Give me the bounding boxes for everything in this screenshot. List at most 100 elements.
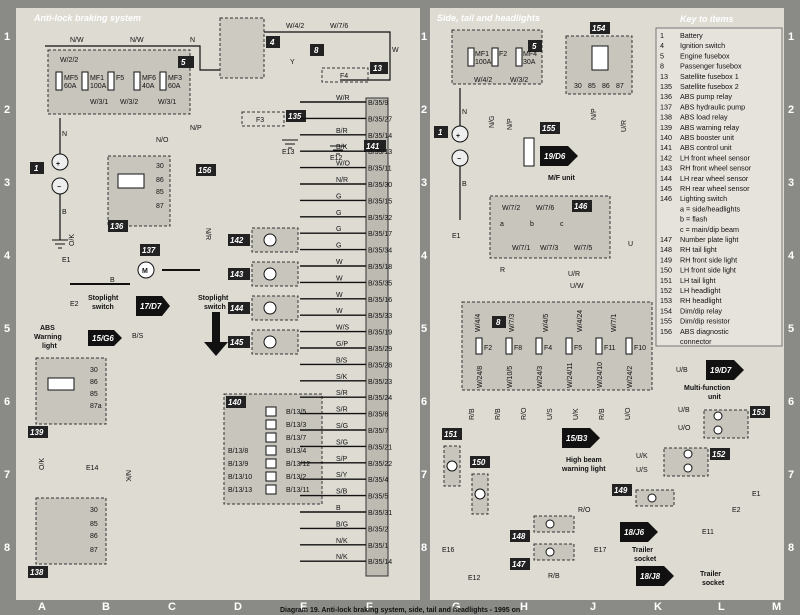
- fuse-rating: 100A: [475, 59, 492, 66]
- wire-w76-top: W/7/6: [330, 23, 348, 30]
- mf-unit-label: M/F unit: [548, 175, 575, 182]
- fb8-fuse-name: F10: [634, 345, 646, 352]
- trailer-socket-1: Trailer: [632, 547, 653, 554]
- fuse-wire-2: W/3/1: [90, 99, 108, 106]
- ecu-pin-label: B/35/30: [368, 182, 392, 189]
- r-wire-ur-top: U/R: [621, 120, 628, 132]
- lh-headlight-bulb2-icon: [683, 463, 693, 473]
- r-ground-e11: E11: [702, 529, 714, 536]
- high-beam-label-2: warning light: [561, 466, 606, 473]
- relay154-pin: 87: [616, 83, 624, 90]
- row-label: 6: [4, 396, 10, 408]
- key-item-text: LH rear wheel sensor: [680, 174, 749, 183]
- ecu-pin-label: B/35/14: [368, 133, 392, 140]
- lower-wire-label: R/O: [521, 407, 528, 420]
- column-label: K: [654, 601, 662, 613]
- fuse-wire-3: W/3/2: [120, 99, 138, 106]
- tag-148-text: 148: [512, 532, 526, 541]
- ecu-pin-label: B/35/19: [368, 330, 392, 337]
- ref-18j6: 18/J6: [624, 528, 645, 537]
- row-label: 7: [421, 469, 427, 481]
- key-item-num: 147: [660, 235, 672, 244]
- abs-warning-relay: [35, 357, 107, 425]
- r-wire-w42: W/4/2: [474, 77, 492, 84]
- key-item-text: RH front side light: [680, 255, 737, 264]
- fuse-f4: F4: [340, 73, 348, 80]
- booster-pin-right: B/13/2: [286, 474, 306, 481]
- ground-e12: E12: [330, 155, 343, 162]
- key-item-num: 150: [660, 266, 672, 275]
- sw-w73: W/7/3: [540, 245, 558, 252]
- key-item-text: Dim/dip relay: [680, 306, 722, 315]
- key-item-text: ABS pump relay: [680, 92, 732, 101]
- relay136-pin85: 85: [156, 189, 164, 196]
- key-item-num: 148: [660, 245, 672, 254]
- tag-136: [108, 220, 128, 232]
- ecu-pin-label: B/35/4: [368, 477, 388, 484]
- ecu-pin-label: B/35/13: [368, 149, 392, 156]
- tag-152-text: 152: [712, 450, 726, 459]
- fb8-fuse-name: F2: [484, 345, 492, 352]
- key-item-text: Lighting switch: [680, 194, 727, 203]
- stoplight-switch-label-2b: switch: [204, 304, 226, 311]
- key-item-text: RH tail light: [680, 245, 717, 254]
- tag-5-right: [528, 40, 542, 52]
- ecu-pin-label: B/35/29: [368, 346, 392, 353]
- ignition-switch: [219, 17, 265, 79]
- ref-arrow-19d6: [540, 146, 578, 166]
- fuse-name: MF5: [64, 75, 78, 82]
- row-label: 4: [4, 250, 11, 262]
- wheel-sensor-tag-text: 145: [230, 338, 244, 347]
- key-item-text: Engine fusebox: [680, 51, 730, 60]
- ecu-pin-label: B/35/11: [368, 166, 392, 173]
- fb8-fuse-name: F4: [544, 345, 552, 352]
- wire-np: N/P: [190, 125, 202, 132]
- high-beam-label: High beam: [566, 457, 602, 464]
- key-item-text: a = side/headlights: [680, 204, 741, 213]
- r-wire-ur: U/R: [568, 271, 580, 278]
- column-label: G: [452, 601, 461, 613]
- tag-5r-text: 5: [532, 42, 537, 51]
- wheel-sensor-tag-text: 143: [230, 270, 244, 279]
- fuse-name: F5: [116, 75, 124, 82]
- sw-letter-c: c: [560, 221, 564, 228]
- relay136-pin87: 87: [156, 203, 164, 210]
- tag-136-text: 136: [110, 222, 124, 231]
- ecu-wire-label: B: [336, 505, 341, 512]
- pump-wires: [70, 269, 200, 285]
- wheel-sensor-tag: [228, 336, 250, 348]
- tag-4: [266, 36, 280, 48]
- ecu-pin-label: B/35/21: [368, 444, 392, 451]
- r-ground-e1-2: E1: [752, 491, 761, 498]
- column-label: F: [366, 601, 373, 613]
- wire-w-label: W: [392, 47, 399, 54]
- key-item-num: 140: [660, 133, 672, 142]
- fuse-icon: [107, 71, 115, 91]
- sw-w75: W/7/5: [574, 245, 592, 252]
- ecu-wire-label: B/G: [336, 521, 348, 528]
- row-label: 2: [421, 104, 427, 116]
- key-item-num: 156: [660, 327, 672, 336]
- row-label: 1: [788, 31, 794, 43]
- stoplight-switch-label-1b: switch: [92, 304, 114, 311]
- wire-n: N: [190, 37, 195, 44]
- ref-15b3: 15/B3: [566, 434, 588, 443]
- tag-149-text: 149: [614, 486, 628, 495]
- ecu-pin-label: B/35/22: [368, 461, 392, 468]
- key-item-num: 135: [660, 82, 672, 91]
- r-wire-uw: U/W: [570, 283, 584, 290]
- ecu-wire-label: W: [336, 259, 343, 266]
- ecu-wire-label: S/P: [336, 456, 348, 463]
- satellite-fusebox-2: [241, 111, 285, 127]
- plus-glyph-r: +: [456, 133, 460, 140]
- motor-glyph: M: [142, 268, 148, 275]
- ecu-pin-label: B/35/24: [368, 395, 392, 402]
- sensor-coil-icon: [263, 301, 277, 315]
- key-item-num: 5: [660, 51, 664, 60]
- ref-19d6: 19/D6: [544, 152, 566, 161]
- abs-control-unit: [365, 97, 389, 577]
- wire-nr-vertical: N/R: [204, 228, 211, 240]
